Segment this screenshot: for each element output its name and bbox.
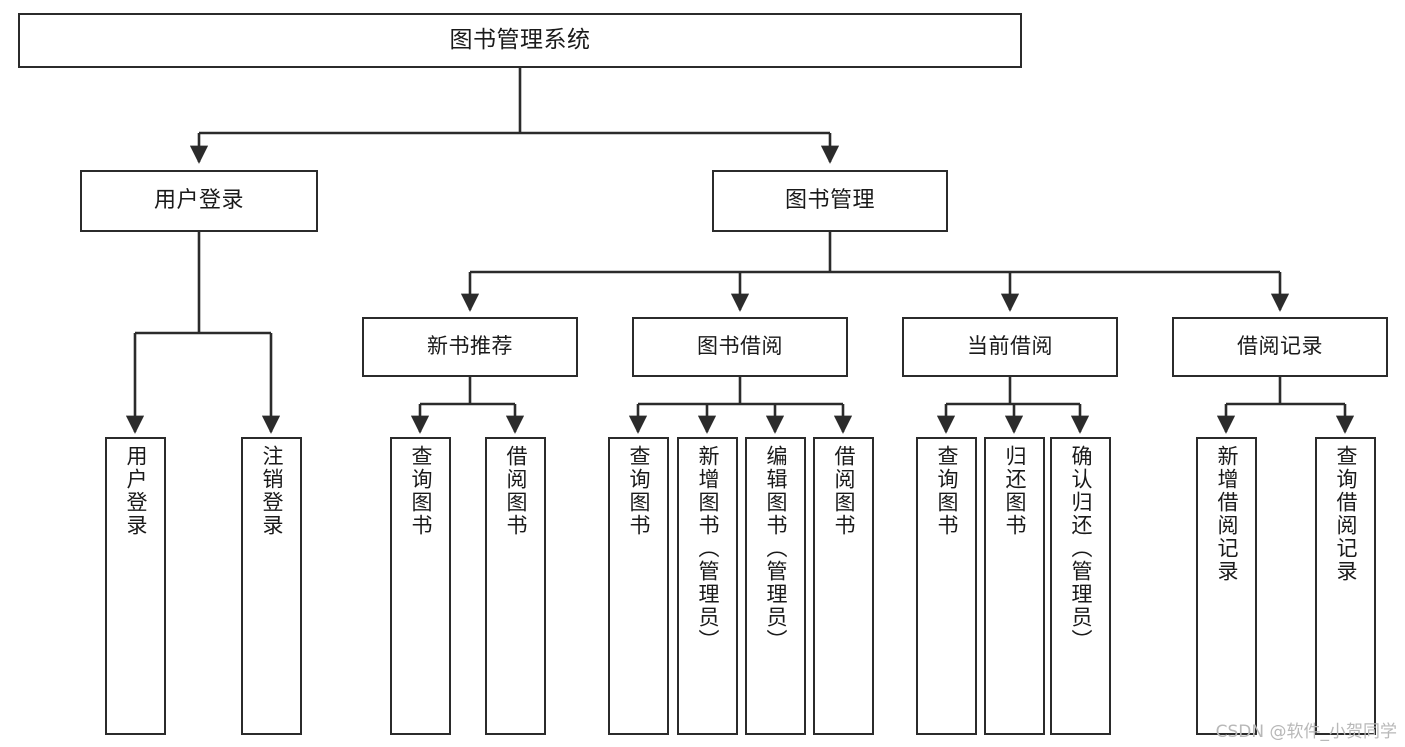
leaf-confirm-return-admin[interactable]: 确认归还（管理员） (1050, 437, 1111, 735)
leaf-add-book-admin[interactable]: 新增图书（管理员） (677, 437, 738, 735)
leaf-query-book-current[interactable]: 查询图书 (916, 437, 977, 735)
leaf-query-borrow-record[interactable]: 查询借阅记录 (1315, 437, 1376, 735)
node-book-management[interactable]: 图书管理 (712, 170, 948, 232)
csdn-watermark: CSDN @软件_小贺同学 (1215, 722, 1397, 742)
node-new-book-recommend[interactable]: 新书推荐 (362, 317, 578, 377)
node-label: 注销登录 (260, 445, 284, 537)
node-label: 编辑图书（管理员） (764, 445, 788, 652)
node-label: 图书借阅 (697, 334, 783, 359)
node-label: 查询借阅记录 (1334, 445, 1358, 583)
node-label: 借阅图书 (504, 445, 528, 537)
node-label: 用户登录 (153, 188, 244, 214)
node-label: 借阅图书 (832, 445, 856, 537)
leaf-borrow-book-borrow[interactable]: 借阅图书 (813, 437, 874, 735)
node-label: 归还图书 (1003, 445, 1027, 537)
node-label: 当前借阅 (967, 334, 1053, 359)
leaf-borrow-book-new-recommend[interactable]: 借阅图书 (485, 437, 546, 735)
leaf-user-login[interactable]: 用户登录 (105, 437, 166, 735)
node-label: 新增图书（管理员） (696, 445, 720, 652)
node-label: 新增借阅记录 (1215, 445, 1239, 583)
node-current-borrow[interactable]: 当前借阅 (902, 317, 1118, 377)
node-book-borrow[interactable]: 图书借阅 (632, 317, 848, 377)
node-root-book-management-system[interactable]: 图书管理系统 (18, 13, 1022, 68)
leaf-query-book-new-recommend[interactable]: 查询图书 (390, 437, 451, 735)
leaf-edit-book-admin[interactable]: 编辑图书（管理员） (745, 437, 806, 735)
node-label: 借阅记录 (1237, 334, 1323, 359)
node-label: 图书管理 (784, 188, 875, 214)
node-label: 图书管理系统 (449, 27, 591, 54)
node-label: 查询图书 (627, 445, 651, 537)
leaf-query-book-borrow[interactable]: 查询图书 (608, 437, 669, 735)
leaf-add-borrow-record[interactable]: 新增借阅记录 (1196, 437, 1257, 735)
leaf-return-book[interactable]: 归还图书 (984, 437, 1045, 735)
node-label: 确认归还（管理员） (1069, 445, 1093, 652)
node-label: 用户登录 (124, 445, 148, 537)
leaf-logout-login[interactable]: 注销登录 (241, 437, 302, 735)
node-borrow-record[interactable]: 借阅记录 (1172, 317, 1388, 377)
node-label: 新书推荐 (427, 334, 513, 359)
node-label: 查询图书 (935, 445, 959, 537)
node-label: 查询图书 (409, 445, 433, 537)
node-user-login[interactable]: 用户登录 (80, 170, 318, 232)
